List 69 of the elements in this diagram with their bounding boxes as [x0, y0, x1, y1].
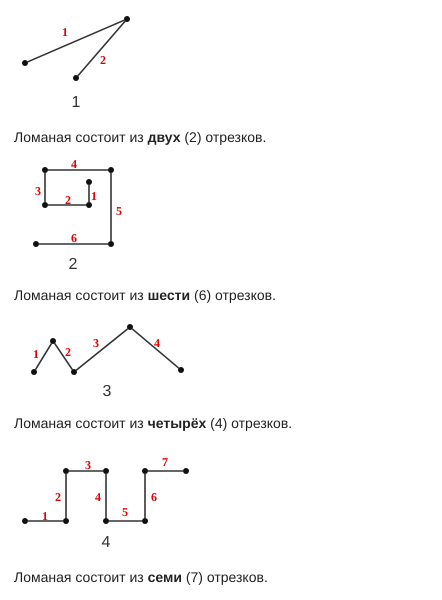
segment-number: 1 [91, 190, 97, 202]
segment-number: 2 [100, 54, 106, 66]
segment-number: 4 [154, 337, 160, 349]
line-segment [28, 520, 63, 522]
line-segment [77, 20, 126, 76]
segment-number: 5 [122, 506, 128, 518]
segment-number: 7 [162, 456, 168, 468]
segment-number: 5 [116, 205, 122, 217]
line-segment [109, 520, 142, 522]
vertex-point [42, 167, 48, 173]
segment-number: 2 [65, 346, 71, 358]
vertex-point [22, 518, 28, 524]
vertex-point [71, 369, 77, 375]
vertex-point [86, 179, 92, 185]
line-segment [34, 343, 52, 370]
vertex-point [33, 241, 39, 247]
line-segment [44, 173, 46, 202]
segment-number: 6 [71, 232, 77, 244]
vertex-point [50, 338, 56, 344]
vertex-point [22, 60, 28, 66]
sentence: Ломаная состоит из семи (7) отрезков. [14, 569, 268, 585]
line-segment [48, 204, 86, 206]
sentence: Ломаная состоит из шести (6) отрезков. [14, 287, 276, 303]
line-segment [88, 185, 90, 202]
segment-number: 4 [71, 158, 77, 170]
vertex-point [63, 468, 69, 474]
line-segment [65, 474, 67, 518]
segment-number: 4 [95, 491, 101, 503]
segment-number: 3 [93, 337, 99, 349]
vertex-point [63, 518, 69, 524]
line-segment [76, 328, 128, 371]
vertex-point [108, 241, 114, 247]
vertex-point [142, 468, 148, 474]
segment-number: 3 [85, 459, 91, 471]
vertex-point [86, 202, 92, 208]
line-segment [27, 19, 125, 63]
vertex-point [124, 16, 130, 22]
segment-number: 3 [35, 185, 41, 197]
vertex-point [127, 324, 133, 330]
figure-number: 2 [68, 256, 78, 274]
line-segment [105, 474, 107, 518]
line-segment [39, 243, 108, 245]
segment-number: 2 [55, 491, 61, 503]
line-segment [148, 470, 183, 472]
figure-number: 4 [102, 534, 110, 552]
segment-number: 2 [65, 194, 71, 206]
line-segment [144, 474, 146, 518]
segment-number: 1 [33, 348, 39, 360]
segment-number: 1 [62, 26, 68, 38]
vertex-point [31, 369, 37, 375]
vertex-point [73, 75, 79, 81]
line-segment [110, 173, 112, 241]
vertex-point [142, 518, 148, 524]
vertex-point [103, 468, 109, 474]
vertex-point [42, 202, 48, 208]
sentence: Ломаная состоит из четырёх (4) отрезков. [14, 415, 292, 431]
line-segment [69, 470, 103, 472]
sentence: Ломаная состоит из двух (2) отрезков. [14, 129, 266, 145]
line-segment [54, 343, 73, 370]
line-segment [48, 169, 108, 171]
segment-number: 6 [151, 491, 157, 503]
vertex-point [183, 468, 189, 474]
figure-number: 3 [102, 383, 112, 401]
line-segment [132, 328, 180, 369]
vertex-point [103, 518, 109, 524]
figure-number: 1 [72, 94, 80, 112]
vertex-point [178, 367, 184, 373]
segment-number: 1 [42, 510, 48, 522]
vertex-point [108, 167, 114, 173]
